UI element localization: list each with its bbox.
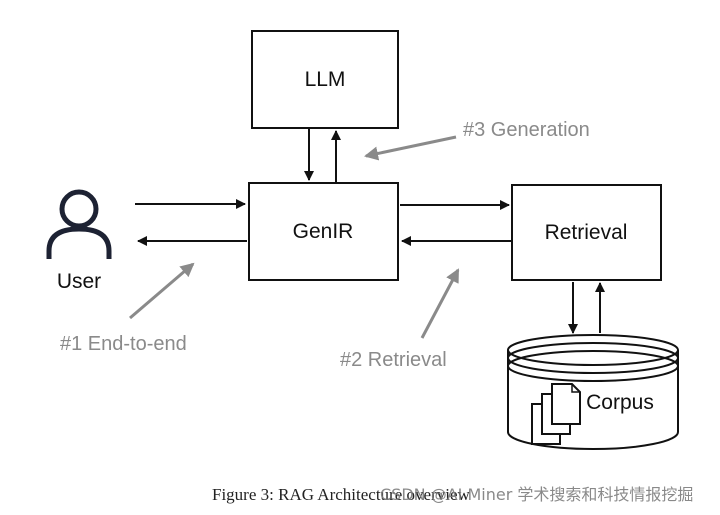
annotation-retrieval: #2 Retrieval [340, 349, 447, 371]
watermark: CSDN @AI Miner 学术搜索和科技情报挖掘 [380, 485, 693, 504]
annotation-generation: #3 Generation [463, 119, 590, 141]
llm-label: LLM [305, 68, 346, 91]
llm-node: LLM [251, 30, 399, 129]
retrieval-box [511, 184, 662, 281]
document-stack-icon [531, 383, 581, 445]
annotation-arrow-end-to-end [129, 262, 195, 320]
genir-node: GenIR [248, 182, 399, 281]
user-label: User [57, 270, 101, 293]
figure-caption: Figure 3: RAG Architecture overview [212, 485, 470, 504]
retrieval-label: Retrieval [545, 221, 628, 244]
genir-label: GenIR [293, 220, 354, 243]
user-icon [46, 189, 112, 259]
corpus-label: Corpus [586, 391, 654, 414]
llm-box [251, 30, 399, 129]
genir-box [248, 182, 399, 281]
annotation-arrow-generation [364, 135, 457, 161]
annotation-arrow-retrieval [420, 268, 460, 339]
annotation-end-to-end: #1 End-to-end [60, 333, 187, 355]
retrieval-node: Retrieval [511, 184, 662, 281]
